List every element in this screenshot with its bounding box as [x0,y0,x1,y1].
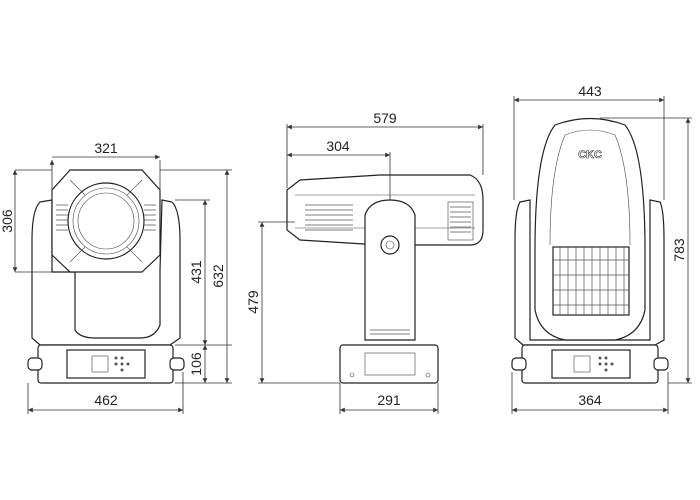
dim-side-base-width: 291 [377,392,401,408]
side-view [286,174,484,384]
back-view: CKC [511,117,669,384]
dim-front-head-height: 306 [0,209,15,233]
brand-logo: CKC [578,149,602,161]
dim-front-total-height: 632 [210,264,226,288]
dim-back-width: 443 [578,83,602,99]
dim-front-head-width: 321 [94,140,118,156]
dim-side-head-length: 579 [373,110,397,126]
dim-side-height: 479 [245,290,261,314]
dim-front-yoke-height: 431 [188,260,204,284]
dim-back-height: 783 [671,238,687,262]
side-dimensions: 579 304 479 291 [245,110,484,414]
dim-front-base-width: 462 [94,392,118,408]
back-dimensions: 443 783 364 [511,83,692,414]
front-dimensions: 321 306 431 632 106 462 [0,140,232,414]
dim-back-base-width: 364 [578,392,602,408]
dim-side-pivot-offset: 304 [326,138,350,154]
front-view [27,169,185,384]
dim-front-base-height: 106 [188,352,204,376]
